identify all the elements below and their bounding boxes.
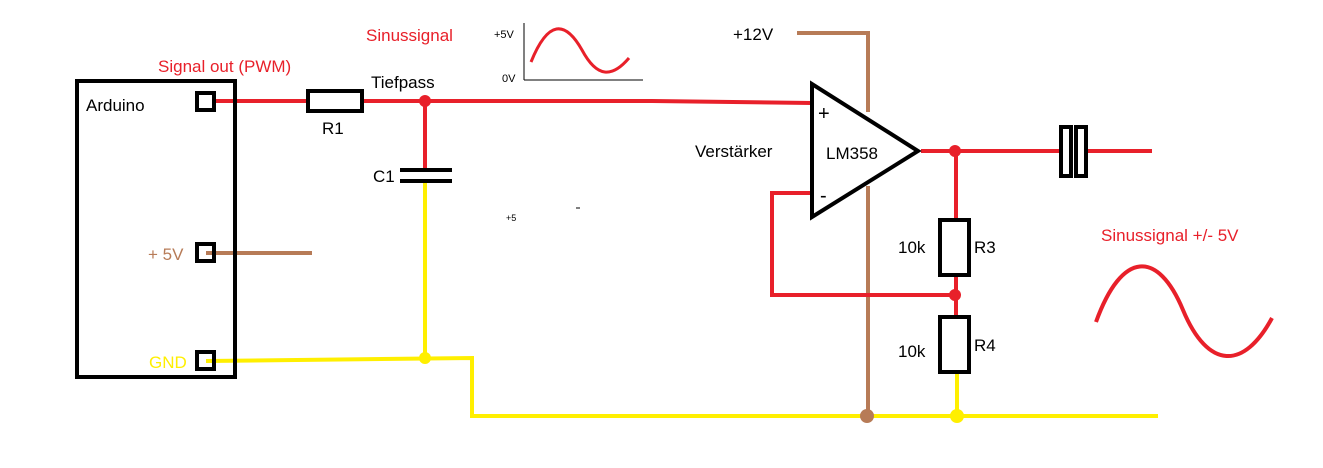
resistor-r4 [938, 315, 971, 374]
feedback-junction [949, 289, 961, 301]
label-arduino: Arduino [86, 96, 145, 115]
pin-5v [195, 242, 216, 263]
resistor-r1 [306, 89, 364, 113]
label-verstaerker: Verstärker [695, 142, 773, 161]
label-mini-0v: 0V [502, 73, 516, 85]
resistor-r3 [938, 218, 971, 277]
label-plus12v: +12V [733, 25, 774, 44]
signal-wires [213, 99, 1152, 318]
label-signal-out: Signal out (PWM) [158, 57, 291, 76]
arduino-board [75, 79, 237, 379]
label-stray-plus5: +5 [506, 213, 516, 223]
label-r1: R1 [322, 119, 344, 138]
label-r3: R3 [974, 238, 996, 257]
label-sinus-top: Sinussignal [366, 26, 453, 45]
output-sine-wave [1094, 264, 1274, 358]
pin-signal-out [195, 91, 216, 112]
pin-gnd [195, 350, 216, 371]
supply-wires [206, 31, 870, 416]
ground-junction-r4 [950, 409, 964, 423]
label-plus5v: + 5V [148, 245, 184, 264]
opamp-lm358 [810, 80, 922, 221]
output-junction [949, 145, 961, 157]
ground-junction-c1 [419, 352, 431, 364]
label-tiefpass: Tiefpass [371, 73, 435, 92]
capacitor-c1 [400, 168, 452, 183]
label-lm358: LM358 [826, 144, 878, 163]
label-opamp-plus: + [818, 103, 830, 125]
supply-ground-junction [860, 409, 874, 423]
output-capacitor [1059, 125, 1088, 178]
label-opamp-minus: - [820, 185, 827, 207]
label-gnd: GND [149, 353, 187, 372]
mini-sine-graph [523, 23, 643, 81]
label-r4: R4 [974, 336, 996, 355]
lowpass-junction [419, 95, 431, 107]
label-sinus-out: Sinussignal +/- 5V [1101, 226, 1239, 245]
label-mini-plus5v: +5V [494, 29, 515, 41]
label-r3-value: 10k [898, 238, 926, 257]
label-c1: C1 [373, 167, 395, 186]
label-r4-value: 10k [898, 342, 926, 361]
ground-wires [205, 182, 1158, 418]
